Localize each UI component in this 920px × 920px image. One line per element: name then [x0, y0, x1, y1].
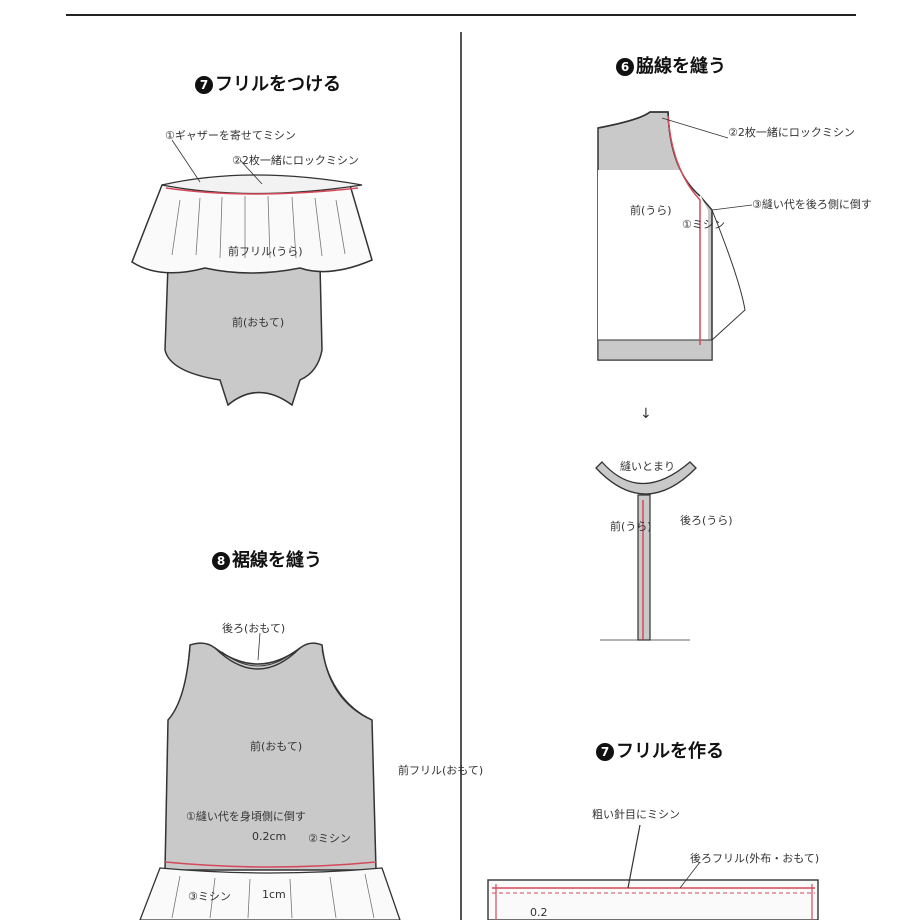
column-divider	[460, 32, 462, 920]
frill-fabric	[487, 879, 819, 920]
step-number-badge: 8	[212, 552, 230, 570]
label-back2: 後ろ(うら)	[680, 514, 733, 527]
side-seam-illustration	[595, 111, 753, 641]
neck-strap	[595, 461, 697, 495]
label-width1: 0.2cm	[252, 830, 287, 843]
label-back: 後ろ(おもて)	[222, 622, 286, 635]
label-fold-back: ③縫い代を後ろ側に倒す	[752, 198, 872, 211]
down-arrow-icon: ↓	[640, 406, 652, 422]
label-width2: 1cm	[262, 888, 286, 901]
step-number-badge: 7	[596, 743, 614, 761]
label-side-stitch: ①ミシン	[682, 218, 725, 231]
stitch-line	[165, 187, 359, 195]
neckline	[214, 647, 301, 670]
label-stitch3: ③ミシン	[188, 890, 231, 903]
frill-make-illustration	[487, 824, 819, 920]
strap	[637, 494, 651, 641]
label-stitch2: ②ミシン	[308, 832, 351, 845]
label-fold: ①縫い代を身頃側に倒す	[186, 810, 306, 823]
bodysuit-body	[164, 264, 323, 407]
title-text: フリルを作る	[616, 741, 724, 762]
label-front2: 前(うら)	[610, 520, 652, 533]
leg-opening	[227, 392, 293, 406]
title-text: 裾線を縫う	[232, 550, 322, 571]
label-front: 前(おもて)	[232, 316, 285, 329]
label-hem-front: 前(おもて)	[250, 740, 303, 753]
step-number-badge: 6	[616, 58, 634, 76]
label-side-overlock: ②2枚一緒にロックミシン	[728, 126, 855, 139]
label-neck: 縫いとまり	[620, 460, 675, 473]
label-overlock: ②2枚一緒にロックミシン	[232, 154, 359, 167]
label-back-frill: 後ろフリル(外布・おもて)	[690, 852, 820, 865]
title-text: 脇線を縫う	[636, 56, 726, 77]
hem-stitch	[164, 861, 377, 868]
label-measure: 0.2	[530, 906, 548, 919]
top-rule	[66, 14, 856, 16]
hem-frill	[139, 867, 401, 920]
label-front-back: 前(うら)	[630, 204, 672, 217]
label-front-frill: 前フリル(うら)	[228, 245, 303, 258]
frill-attach-illustration	[131, 139, 373, 407]
step-number-badge: 7	[195, 76, 213, 94]
label-coarse: 粗い針目にミシン	[592, 808, 680, 821]
hem-illustration	[139, 632, 401, 920]
label-gather: ①ギャザーを寄せてミシン	[165, 129, 296, 142]
title-text: フリルをつける	[215, 74, 341, 95]
label-hem-front-frill: 前フリル(おもて)	[398, 764, 484, 777]
side-stitch	[667, 115, 701, 345]
